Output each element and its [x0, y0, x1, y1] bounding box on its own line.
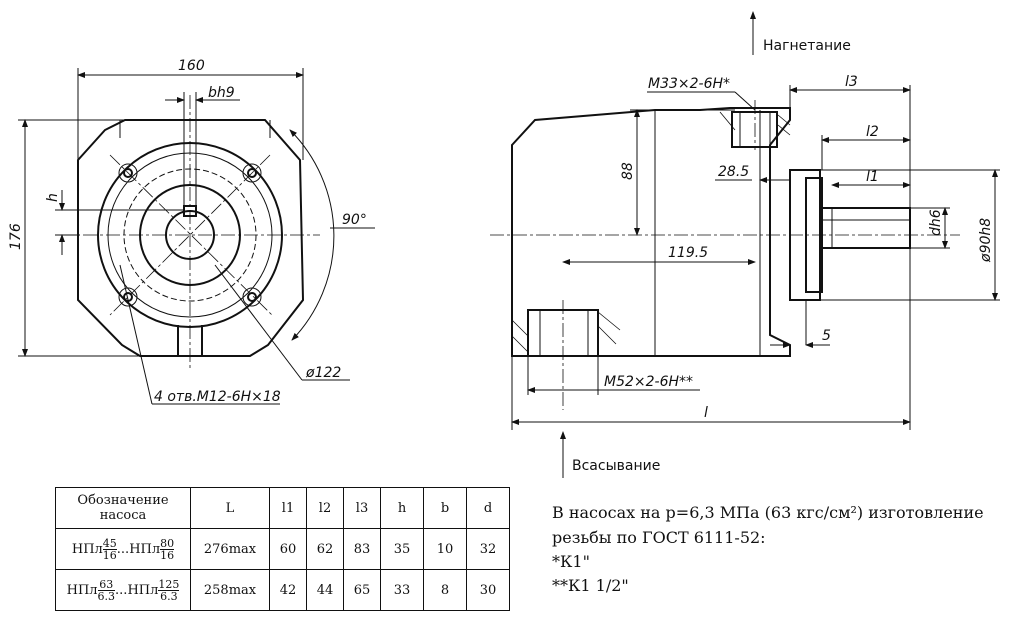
thread-outlet: М33×2-6Н* [648, 76, 730, 92]
note-line-4: **К1 1/2" [552, 576, 629, 595]
dim-l1: l1 [866, 169, 879, 185]
bolt-holes [118, 163, 262, 307]
cell-h: 35 [380, 528, 424, 570]
dim-28-5: 28.5 [718, 164, 749, 180]
inlet-port [511, 309, 621, 357]
cell-h: 33 [380, 569, 424, 611]
dim-d90: ø90h8 [978, 218, 994, 263]
dim-l2: l2 [866, 124, 879, 140]
header-l1: l1 [269, 487, 307, 529]
dim-5: 5 [822, 328, 831, 344]
note-line-3: *К1" [552, 552, 590, 571]
front-view: 160 bh9 176 h 90° ø122 4 отв.М12-6Н×18 [8, 58, 375, 405]
thread-inlet: М52×2-6Н** [604, 374, 693, 390]
cell-l3: 65 [343, 569, 381, 611]
side-view: Нагнетание М33×2-6Н* 88 28.5 119.5 l3 l2… [490, 11, 1000, 478]
outlet-port [719, 111, 791, 148]
cell-d: 32 [466, 528, 510, 570]
table-header-row: Обозначение насоса L l1 l2 l3 h b d [55, 487, 510, 529]
cell-L: 276max [190, 528, 270, 570]
drive-shaft [821, 207, 911, 249]
cell-b: 8 [423, 569, 467, 611]
flow-out-label: Нагнетание [763, 38, 851, 54]
dim-angle: 90° [342, 212, 367, 228]
header-h: h [380, 487, 424, 529]
dim-119-5: 119.5 [668, 245, 708, 261]
dim-keyway: bh9 [208, 85, 235, 101]
holes-note: 4 отв.М12-6Н×18 [154, 389, 281, 405]
header-l3: l3 [343, 487, 381, 529]
header-b: b [423, 487, 467, 529]
cell-l1: 42 [269, 569, 307, 611]
dim-88: 88 [620, 162, 636, 180]
technical-drawing: 160 bh9 176 h 90° ø122 4 отв.М12-6Н×18 [8, 11, 1000, 478]
note-line-1: В насосах на р=6,3 МПа (63 кгс/см²) изго… [552, 503, 984, 522]
note-line-2: резьбы по ГОСТ 6111-52: [552, 528, 766, 547]
side-body-outline [511, 107, 791, 357]
dim-width-160: 160 [178, 58, 205, 74]
cell-L: 258max [190, 569, 270, 611]
cell-l1: 60 [269, 528, 307, 570]
header-L: L [190, 487, 270, 529]
header-l2: l2 [306, 487, 344, 529]
cell-b: 10 [423, 528, 467, 570]
header-d: d [466, 487, 510, 529]
dim-dh6: dh6 [928, 209, 944, 236]
cell-d: 30 [466, 569, 510, 611]
cell-l3: 83 [343, 528, 381, 570]
dim-height-176: 176 [8, 223, 24, 250]
header-name: Обозначение насоса [55, 487, 191, 529]
cell-l2: 44 [306, 569, 344, 611]
dim-key-h: h [45, 193, 61, 202]
dim-l3: l3 [845, 74, 858, 90]
dim-l: l [704, 405, 708, 421]
flow-in-label: Всасывание [572, 458, 660, 474]
dim-bolt-circle: ø122 [305, 365, 341, 381]
cell-l2: 62 [306, 528, 344, 570]
